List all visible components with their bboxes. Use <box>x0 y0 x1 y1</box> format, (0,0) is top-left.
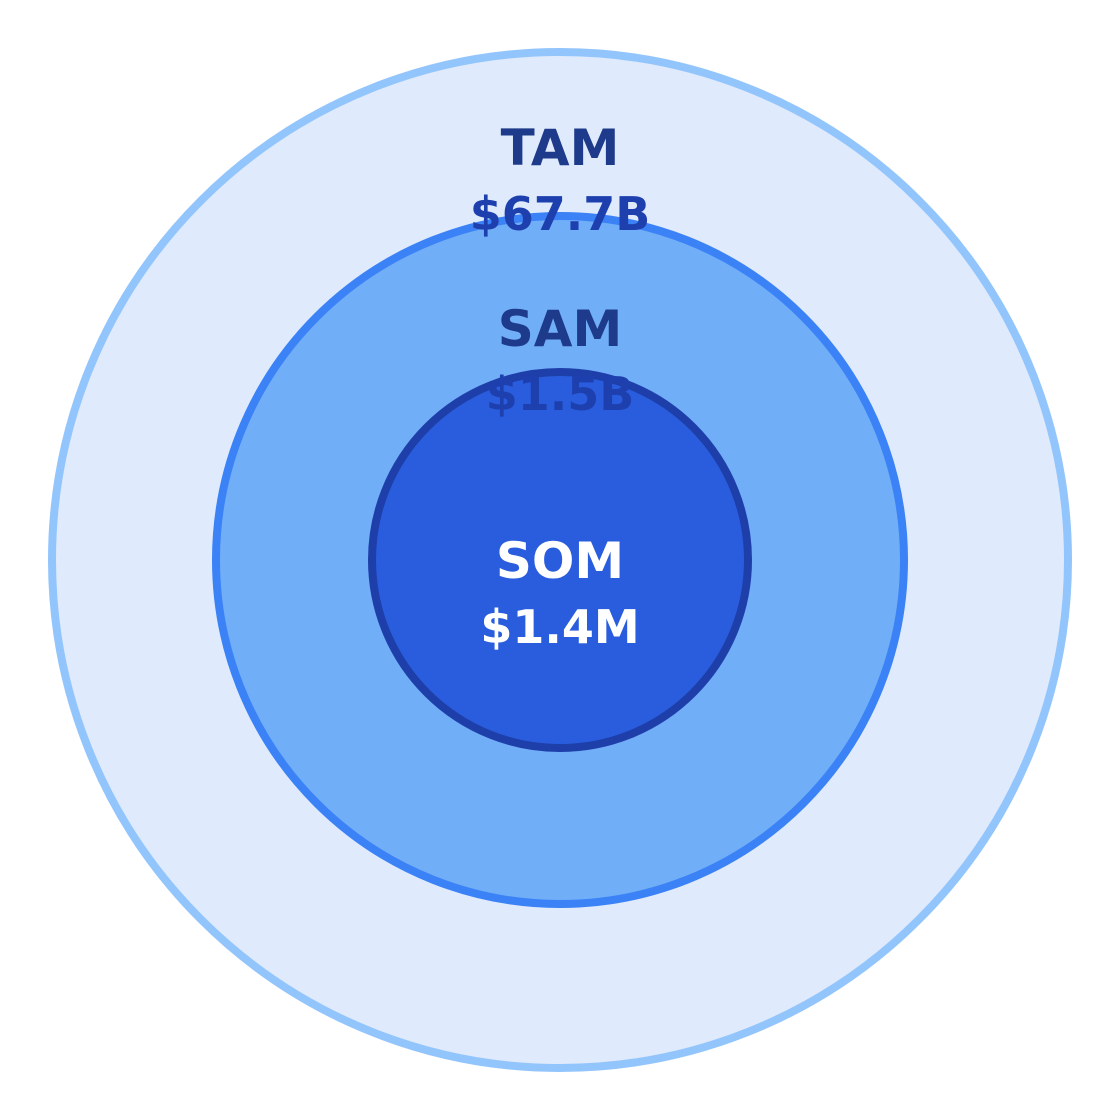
tam-label: TAM <box>501 119 620 177</box>
sam-value: $1.5B <box>486 367 635 421</box>
som-label: SOM <box>496 532 624 590</box>
som-circle <box>368 368 752 752</box>
tam-value: $67.7B <box>470 187 651 241</box>
som-value: $1.4M <box>480 600 639 654</box>
sam-label: SAM <box>498 300 622 358</box>
